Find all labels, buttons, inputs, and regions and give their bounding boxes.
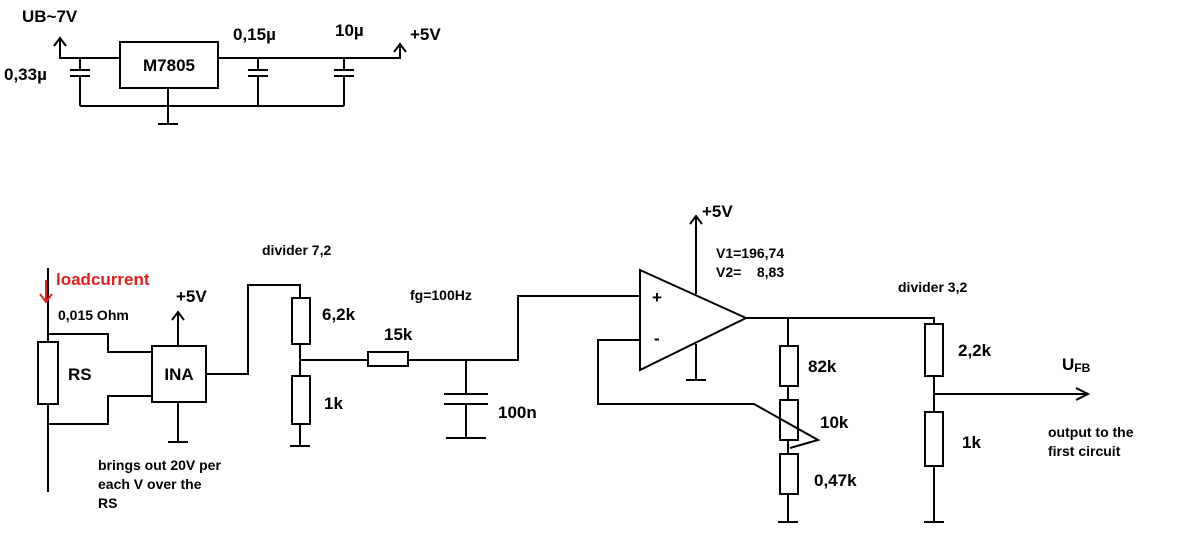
divider2-resistor-top [924, 323, 944, 377]
shunt-resistor [37, 341, 59, 405]
output-capacitor [334, 58, 354, 106]
input-capacitor [70, 69, 90, 106]
feedback-r2-label: 0,47k [814, 471, 857, 490]
filter-freq-label: fg=100Hz [410, 287, 472, 303]
regulator-cmid-label: 0,15µ [233, 25, 276, 44]
feedback-r1-label: 82k [808, 357, 837, 376]
ina-note-line-3: RS [98, 495, 117, 511]
feedback-pot-label: 10k [820, 413, 849, 432]
regulator-input-label: UB~7V [22, 7, 78, 26]
regulator-cout-label: 10µ [335, 21, 364, 40]
ina-label: INA [164, 365, 193, 384]
loadcurrent-label: loadcurrent [56, 270, 150, 289]
regulator-section: M7805 UB~7V 0,33µ 0,15µ 10µ +5V [4, 7, 441, 125]
shunt-label: RS [68, 365, 92, 384]
opamp [639, 268, 749, 372]
output-arrow-icon [1075, 387, 1091, 401]
divider2-r-bottom-label: 1k [962, 433, 981, 452]
opamp-plus-label: + [652, 288, 662, 307]
divider1-resistor-top [291, 297, 311, 345]
divider1-r-bottom-label: 1k [324, 394, 343, 413]
ufb-main: U [1062, 355, 1074, 374]
divider1-label: divider 7,2 [262, 242, 331, 258]
filter-c-label: 100n [498, 403, 537, 422]
v2-label: V2= 8,83 [716, 264, 784, 280]
ina-note-line-2: each V over the [98, 476, 202, 492]
feedback-resistor-047k [779, 453, 799, 495]
feedback-resistor-82k [779, 345, 799, 387]
output-note-line-1: output to the [1048, 424, 1134, 440]
filter-r-label: 15k [384, 325, 413, 344]
ina-note-line-1: brings out 20V per [98, 457, 221, 473]
divider1-r-top-label: 6,2k [322, 305, 356, 324]
divider2-r-top-label: 2,2k [958, 341, 992, 360]
opamp-supply-label: +5V [702, 202, 733, 221]
loadcurrent-arrow-icon [39, 280, 53, 304]
divider2-label: divider 3,2 [898, 279, 967, 295]
mid-capacitor [248, 58, 268, 106]
v1-label: V1=196,74 [716, 245, 784, 261]
ufb-sub: FB [1074, 361, 1090, 375]
opamp-minus-label: - [654, 329, 660, 348]
ina-supply-label: +5V [176, 287, 207, 306]
ufb-label: UFB [1062, 355, 1091, 375]
measurement-circuit: RS 0,015 Ohm loadcurrent INA +5V brings … [37, 202, 1134, 523]
regulator-output-label: +5V [410, 25, 441, 44]
filter-capacitor [444, 393, 488, 405]
shunt-value-label: 0,015 Ohm [58, 307, 129, 323]
divider1-resistor-bottom [291, 375, 311, 425]
regulator-chip-label: M7805 [143, 56, 195, 75]
regulator-cin-label: 0,33µ [4, 65, 47, 84]
output-note-line-2: first circuit [1048, 443, 1121, 459]
divider2-resistor-bottom [924, 411, 944, 467]
filter-resistor [367, 351, 409, 367]
ina-amplifier [151, 345, 207, 403]
regulator-chip [119, 41, 219, 89]
